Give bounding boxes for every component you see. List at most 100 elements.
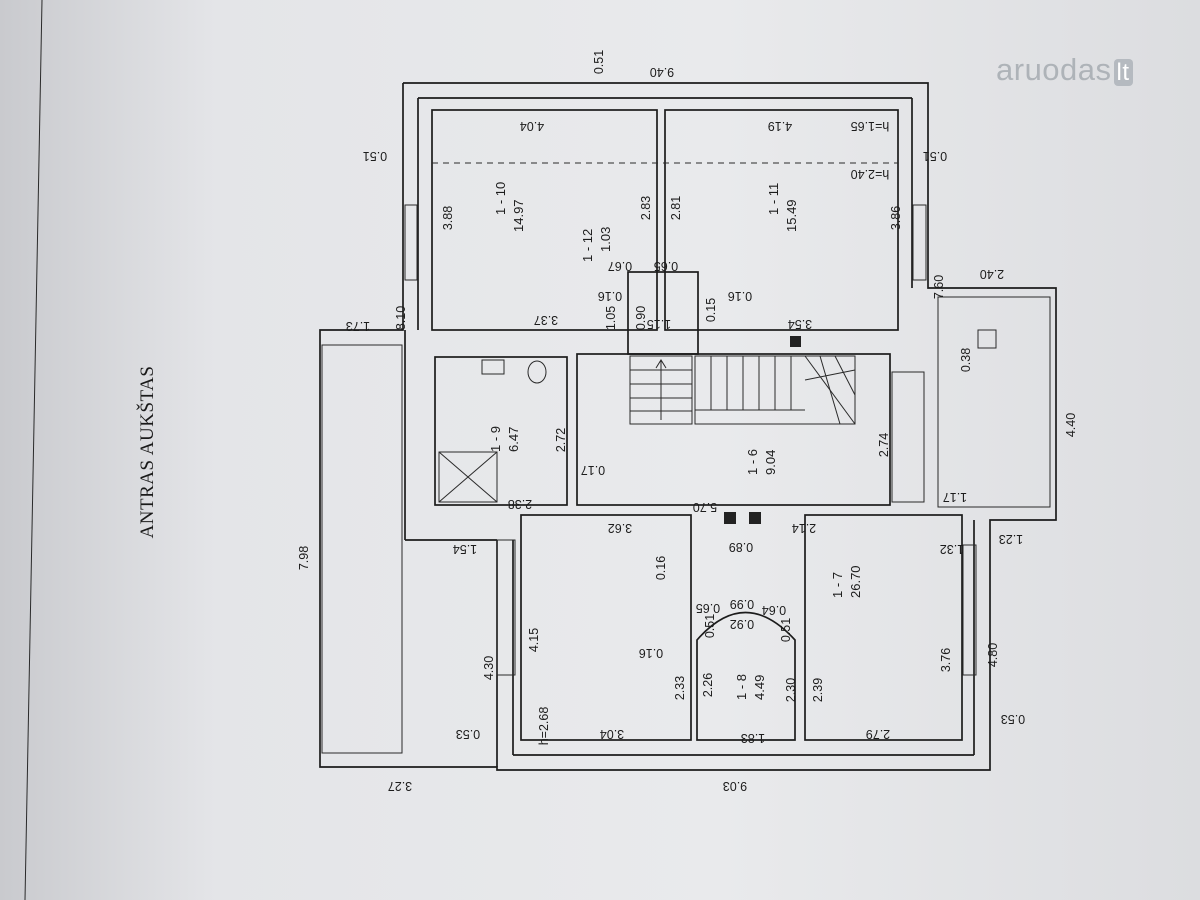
room-1-7-left-outline [520,514,692,741]
dimension-label: 0.16 [728,289,752,303]
dimension-label: 9.03 [723,779,747,793]
dimension-label: h=2.68 [537,707,551,746]
dimension-label: 4.19 [768,119,792,133]
room-1-12-outline [627,271,699,355]
dimension-label: 3.27 [388,779,412,793]
dimension-label: 3.62 [608,521,632,535]
dimension-label: 0.15 [704,298,718,322]
room-id-label: 1 - 10 [493,182,508,215]
room-id-label: 1 - 11 [766,183,781,215]
dimension-label: 4.80 [986,643,1000,667]
dimension-label: 0.38 [959,348,973,372]
room-1-11-outline [664,109,899,331]
dimension-label: 0.99 [730,597,754,611]
room-area-label: 15.49 [784,199,799,232]
dimension-label: 0.67 [608,259,632,273]
sink-icon [481,359,505,375]
dimension-label: 0.53 [456,727,480,741]
stair-winder [804,369,856,381]
dimension-label: 2.81 [669,196,683,220]
dimension-labels: 0.51 9.40 4.04 4.19 h=1.65 0.51 0.51 h=2.40 3.88… [297,50,1078,793]
dimension-label: 2.79 [866,727,890,741]
dimension-label: 0.53 [1001,712,1025,726]
window-stair [891,371,925,503]
room-labels: 1 - 10 14.97 1 - 11 15.49 1 - 12 1.03 1 … [488,182,863,700]
dimension-label: 2.72 [554,428,568,452]
dimension-label: 2.26 [701,673,715,697]
outer-wall-outline [319,82,1057,771]
dimension-label: 7.60 [932,275,946,299]
dimension-label: h=2.40 [851,167,890,181]
dimension-label: 1.17 [943,490,967,504]
dimension-label: 1.83 [741,731,765,745]
room-1-6-outline [576,353,891,506]
vent-icon [724,512,736,524]
room-1-7-right-outline [804,514,963,741]
toilet-icon [527,360,547,384]
dimension-label: 0.64 [762,603,786,617]
dimension-label: 4.30 [482,656,496,680]
room-1-9-outline [434,356,568,506]
watermark-brand: aruodas [996,52,1112,87]
dimension-label: 0.92 [730,617,754,631]
dimension-label: 2.40 [980,267,1004,281]
room-id-label: 1 - 9 [488,426,503,452]
dimension-label: 2.30 [784,678,798,702]
dimension-label: 2.74 [877,433,891,457]
room-1-10-outline [431,109,658,331]
dimension-label: 0.16 [654,556,668,580]
dimension-label: 1.23 [999,532,1023,546]
dimension-label: 2.83 [639,196,653,220]
window-right-lower [962,544,977,676]
dimension-label: 8.10 [394,306,408,330]
dimension-label: 4.04 [520,119,544,133]
stair-arrow-head [655,359,667,369]
watermark-tld: lt [1113,59,1133,86]
dimension-label: 0.51 [363,149,387,163]
bathroom-fixtures [438,359,761,524]
dimension-label: 3.88 [441,206,455,230]
dimension-label: 0.51 [703,614,717,638]
dimension-label: 1.05 [604,306,618,330]
terrace-outline [321,344,403,754]
dimension-label: 0.90 [634,306,648,330]
dimension-label: 2.33 [673,676,687,700]
dimension-label: 2.39 [811,678,825,702]
dimension-label: 1.32 [940,542,964,556]
dimension-label: 1.73 [346,319,370,333]
room-area-label: 26.70 [848,565,863,598]
window-right-upper [912,204,927,281]
dimension-label: 4.40 [1064,413,1078,437]
dimension-label: 7.98 [297,546,311,570]
stair-flight-left [629,355,693,425]
shower-diagonal [438,451,498,503]
dimension-label: 3.86 [889,206,903,230]
dimension-label: 0.51 [923,149,947,163]
window-left-lower [496,539,516,676]
dimension-label: h=1.65 [851,119,890,133]
dimension-label: 1.54 [453,542,477,556]
vent-icon [749,512,761,524]
room-area-label: 1.03 [598,227,613,252]
room-area-label: 4.49 [752,675,767,700]
chimney-box [977,329,997,349]
page-border-line [24,0,43,900]
room-area-label: 14.97 [511,199,526,232]
dimension-label: 3.04 [600,727,624,741]
dimension-label: 3.37 [534,313,558,327]
dimension-label: 0.51 [779,618,793,642]
stair-winder [819,355,841,425]
dimension-label: 5.70 [693,500,717,514]
dimension-label: 3.54 [788,317,812,331]
stair-winder [834,355,856,396]
shower-tray [438,451,498,503]
dimension-label: 0.17 [581,463,605,477]
dimension-label: 9.40 [650,65,674,79]
room-partitions [321,109,1051,754]
dimension-label: 2.14 [792,521,816,535]
room-id-label: 1 - 7 [830,572,845,598]
